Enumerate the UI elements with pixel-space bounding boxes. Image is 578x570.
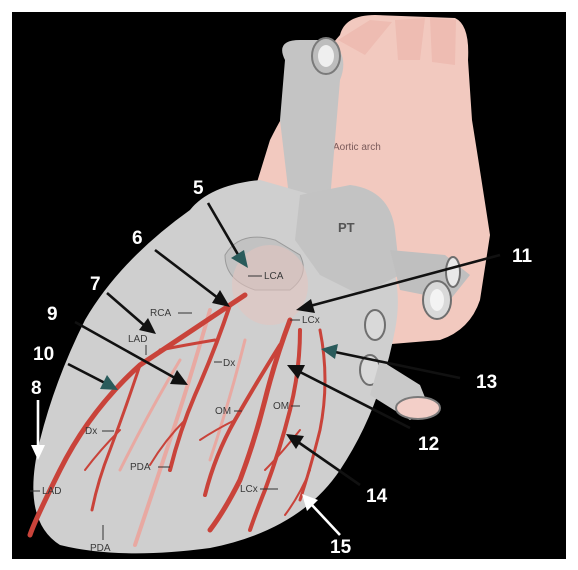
vessel-opening-top-inner xyxy=(318,45,334,67)
pda-bottom-label: PDA xyxy=(90,543,111,554)
vessel-opening-lower xyxy=(396,397,440,419)
lad-bottom-label: LAD xyxy=(42,486,61,497)
callout-5: 5 xyxy=(193,178,204,199)
rca-label: RCA xyxy=(150,308,171,319)
callout-14: 14 xyxy=(366,486,388,507)
callout-15: 15 xyxy=(330,537,352,558)
pt-label: PT xyxy=(338,220,355,235)
dx-center-label: Dx xyxy=(223,358,235,369)
pulmonary-vein-2 xyxy=(365,310,385,340)
callout-9: 9 xyxy=(47,304,58,325)
callout-7: 7 xyxy=(90,274,101,295)
pulmonary-opening-1 xyxy=(446,257,460,287)
dx-left-label: Dx xyxy=(85,426,97,437)
callout-6: 6 xyxy=(132,228,143,249)
om-left-label: OM xyxy=(215,406,231,417)
callout-11: 11 xyxy=(512,246,533,267)
pulmonary-vein-1-inner xyxy=(430,289,444,311)
callout-10: 10 xyxy=(33,344,54,365)
lcx-bottom-label: LCx xyxy=(240,484,258,495)
aortic-arch-label: Aortic arch xyxy=(333,142,381,153)
aortic-branch-3 xyxy=(430,18,456,65)
callout-8: 8 xyxy=(31,378,42,399)
lcx-top-label: LCx xyxy=(302,315,320,326)
lca-label: LCA xyxy=(264,271,284,282)
aortic-branch-2 xyxy=(395,18,425,60)
lad-top-label: LAD xyxy=(128,334,147,345)
om-right-label: OM xyxy=(273,401,289,412)
callout-13: 13 xyxy=(476,372,497,393)
callout-12: 12 xyxy=(418,434,439,455)
pda-center-label: PDA xyxy=(130,462,151,473)
